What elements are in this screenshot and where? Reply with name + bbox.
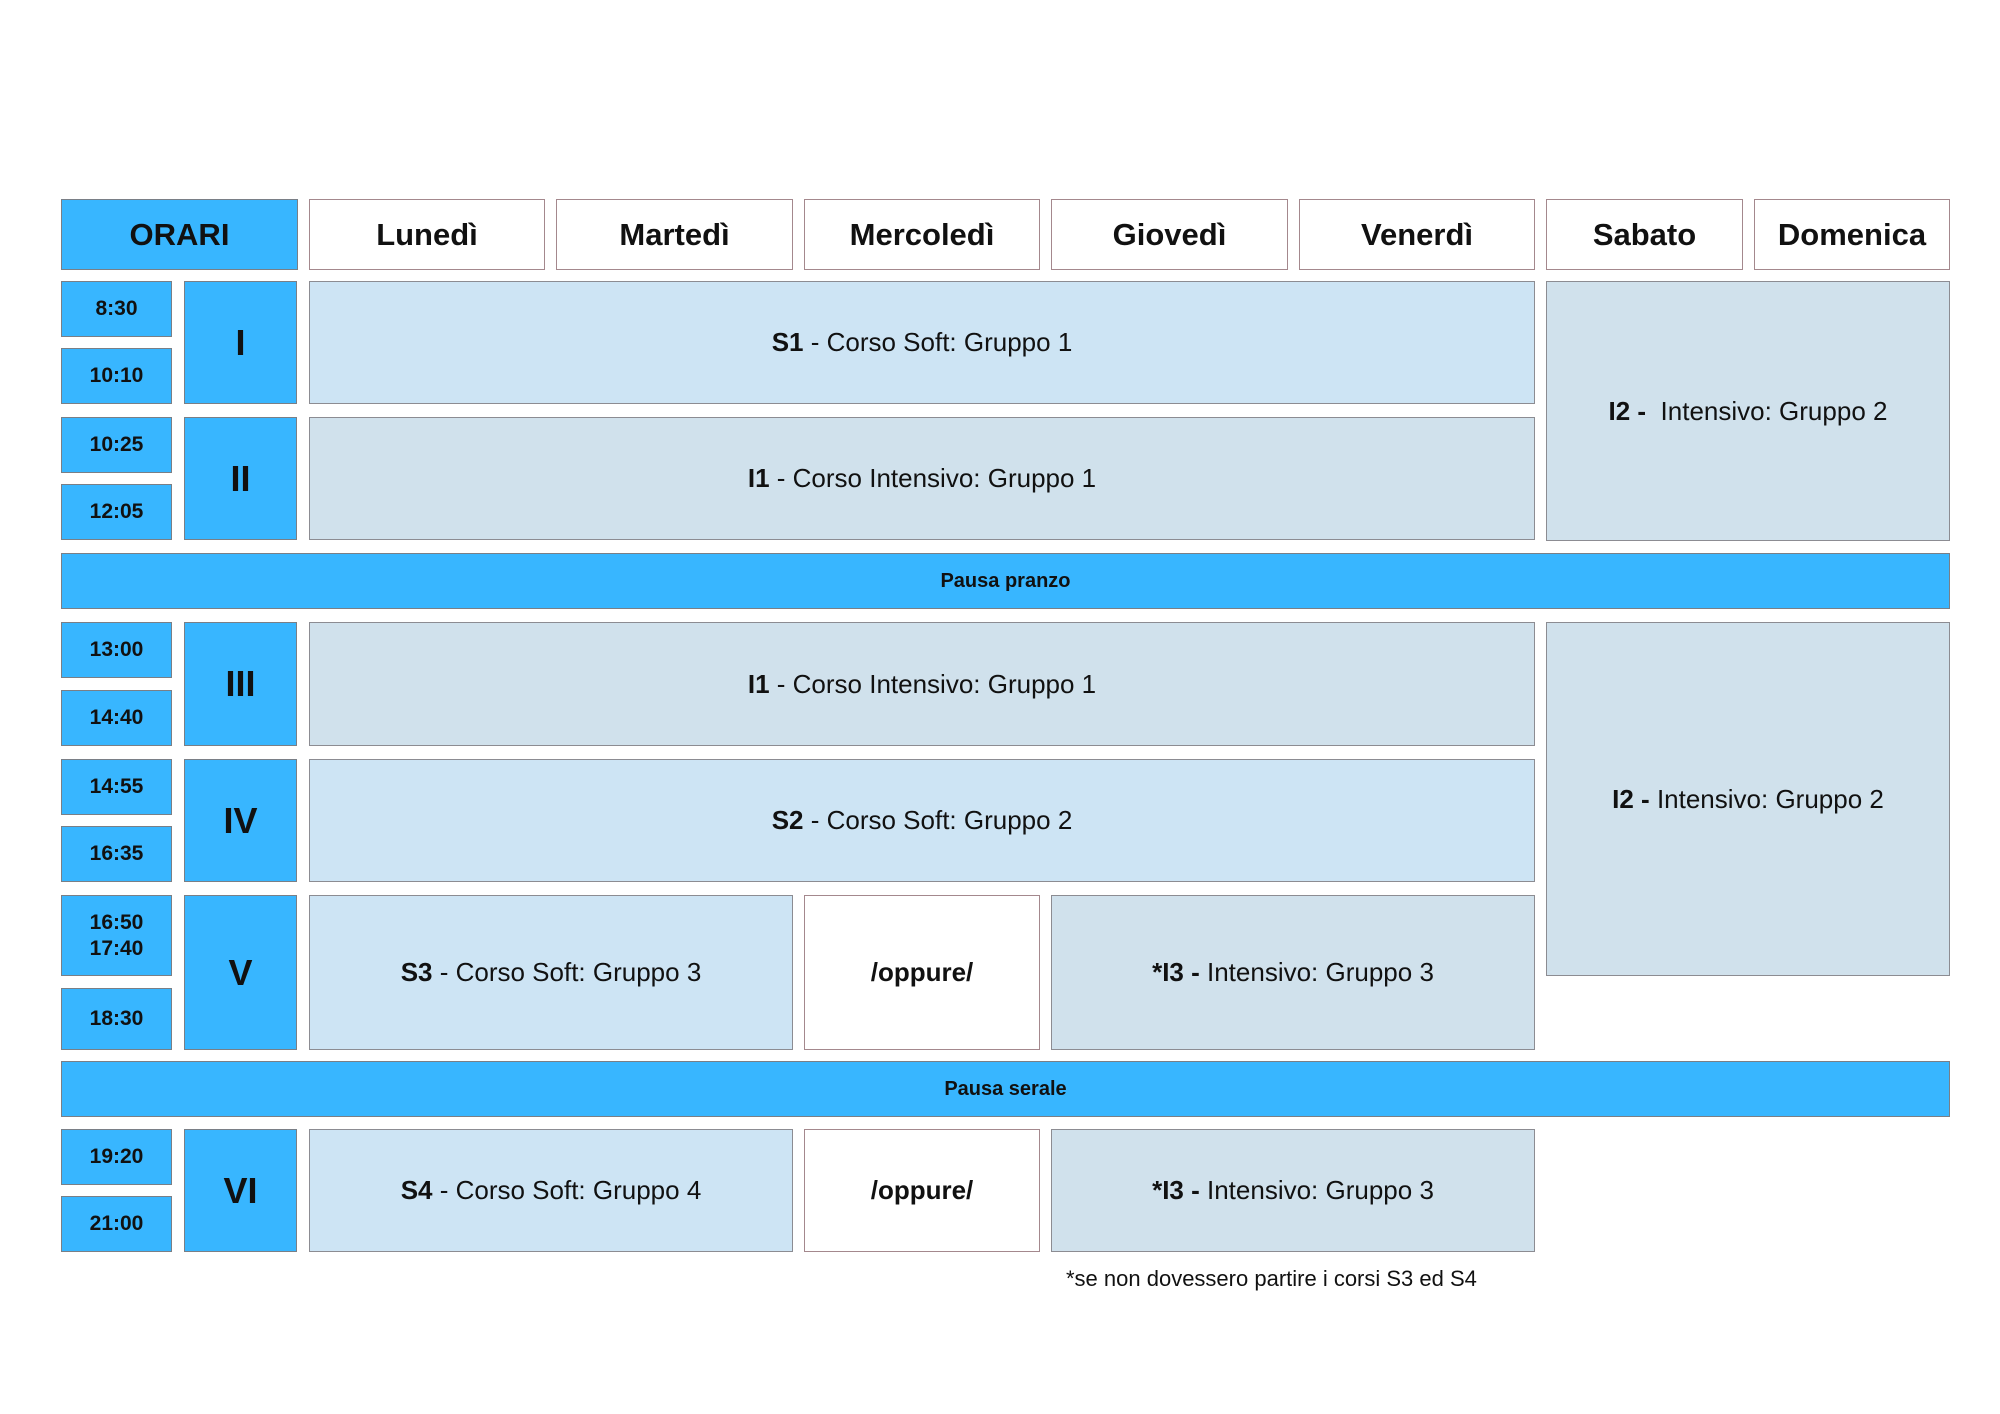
slot-number: V	[184, 895, 297, 1050]
day-header-sabato: Sabato	[1546, 199, 1743, 270]
slot-number: IV	[184, 759, 297, 882]
slot-start-time: 13:00	[61, 622, 172, 678]
course-block-i1-afternoon: I1 - Corso Intensivo: Gruppo 1	[309, 622, 1535, 746]
course-title: - Corso Intensivo: Gruppo 1	[769, 668, 1097, 699]
slot-start-time-a: 16:50	[89, 910, 144, 934]
slot-start-time: 19:20	[61, 1129, 172, 1185]
course-title: - Corso Intensivo: Gruppo 1	[769, 463, 1097, 493]
slot-end-time: 16:35	[61, 826, 172, 882]
orari-header: ORARI	[61, 199, 298, 270]
day-header-giovedi: Giovedì	[1051, 199, 1288, 270]
oppure-label: /oppure/	[804, 1129, 1040, 1252]
course-block-i1-morning: I1 - Corso Intensivo: Gruppo 1	[309, 417, 1535, 540]
slot-end-time: 10:10	[61, 348, 172, 404]
day-header-lunedi: Lunedì	[309, 199, 545, 270]
slot-end-time: 12:05	[61, 484, 172, 540]
slot-number: VI	[184, 1129, 297, 1252]
course-block-i2-afternoon: I2 - Intensivo: Gruppo 2	[1546, 622, 1950, 976]
day-header-mercoledi: Mercoledì	[804, 199, 1040, 270]
course-title: - Corso Soft: Gruppo 3	[432, 957, 702, 987]
lunch-pause-bar: Pausa pranzo	[61, 553, 1950, 609]
course-block-s3: S3 - Corso Soft: Gruppo 3	[309, 895, 793, 1050]
slot-end-time: 18:30	[61, 988, 172, 1050]
course-code: I1	[747, 463, 770, 493]
course-block-s1: S1 - Corso Soft: Gruppo 1	[309, 281, 1535, 404]
course-code: S1	[771, 327, 804, 357]
course-title: - Corso Soft: Gruppo 4	[432, 1175, 702, 1205]
slot-start-time: 14:55	[61, 759, 172, 815]
course-code: I1	[747, 668, 770, 699]
course-title: Intensivo: Gruppo 2	[1649, 783, 1884, 814]
course-code: S2	[771, 805, 804, 835]
slot-end-time: 21:00	[61, 1196, 172, 1252]
slot-number: I	[184, 281, 297, 404]
course-block-s4: S4 - Corso Soft: Gruppo 4	[309, 1129, 793, 1252]
course-title: - Corso Soft: Gruppo 1	[803, 327, 1073, 357]
course-code: *I3 -	[1152, 1175, 1200, 1205]
day-header-venerdi: Venerdì	[1299, 199, 1535, 270]
course-block-i3-night: *I3 - Intensivo: Gruppo 3	[1051, 1129, 1535, 1252]
course-block-s2: S2 - Corso Soft: Gruppo 2	[309, 759, 1535, 882]
slot-end-time: 14:40	[61, 690, 172, 746]
slot-number: II	[184, 417, 297, 540]
course-title: - Corso Soft: Gruppo 2	[803, 805, 1073, 835]
slot-start-time: 10:25	[61, 417, 172, 473]
footnote: *se non dovessero partire i corsi S3 ed …	[1066, 1266, 1477, 1291]
slot-number: III	[184, 622, 297, 746]
course-block-i2-morning: I2 - Intensivo: Gruppo 2	[1546, 281, 1950, 541]
course-code: I2 -	[1608, 395, 1647, 426]
course-title: Intensivo: Gruppo 3	[1199, 957, 1434, 987]
course-block-i3-evening: *I3 - Intensivo: Gruppo 3	[1051, 895, 1535, 1050]
course-code: I2 -	[1612, 783, 1650, 814]
course-code: *I3 -	[1152, 957, 1200, 987]
evening-pause-bar: Pausa serale	[61, 1061, 1950, 1117]
day-header-martedi: Martedì	[556, 199, 793, 270]
course-title: Intensivo: Gruppo 2	[1646, 395, 1888, 426]
course-title: Intensivo: Gruppo 3	[1199, 1175, 1434, 1205]
slot-start-time-b: 17:40	[89, 936, 144, 960]
oppure-label: /oppure/	[804, 895, 1040, 1050]
slot-start-time: 16:50 17:40	[61, 895, 172, 976]
course-code: S4	[400, 1175, 433, 1205]
course-code: S3	[400, 957, 433, 987]
day-header-domenica: Domenica	[1754, 199, 1950, 270]
slot-start-time: 8:30	[61, 281, 172, 337]
